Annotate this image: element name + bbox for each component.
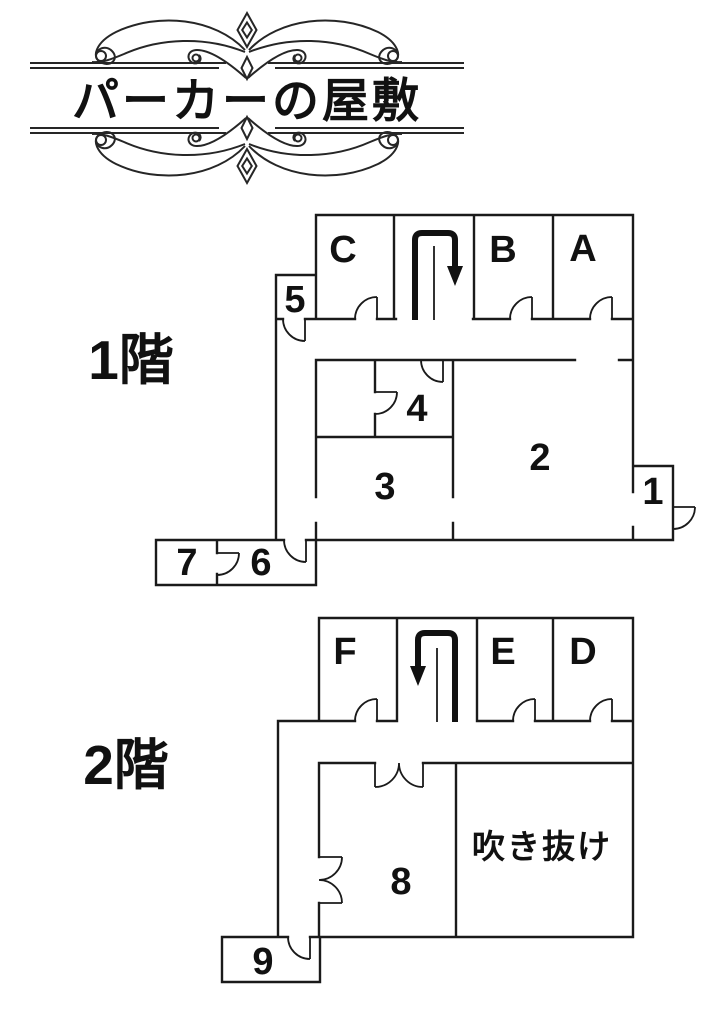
floor2-label: 2階: [83, 734, 169, 796]
room-a-label: A: [569, 228, 596, 270]
room-3-label: 3: [374, 466, 395, 508]
floor2-walls: [220, 616, 635, 984]
room-7-label: 7: [176, 542, 197, 584]
floor1-staircase-icon: [412, 230, 463, 320]
room-9-label: 9: [252, 941, 273, 983]
floor2-plan: 2階 F E D 8 9 吹き抜け: [83, 616, 635, 984]
room-c-label: C: [329, 229, 356, 271]
floor1-door-arcs: [216, 296, 696, 576]
floor1-label: 1階: [88, 329, 174, 391]
room-4-label: 4: [406, 388, 427, 430]
page-title: パーカーの屋敷: [72, 74, 422, 127]
floor1-stair-down-arrow-icon: [447, 266, 463, 286]
floor2-door-arcs: [287, 698, 613, 960]
floor1-walls: [154, 213, 675, 587]
room-1-label: 1: [642, 471, 663, 513]
room-5-label: 5: [284, 279, 305, 321]
ornament-top-flourish: [30, 13, 464, 79]
room-d-label: D: [569, 631, 596, 673]
title-ornament: パーカーの屋敷: [30, 13, 464, 183]
floor2-staircase-icon: [410, 630, 458, 722]
room-f-label: F: [333, 631, 356, 673]
room-6-label: 6: [250, 542, 271, 584]
room-b-label: B: [489, 229, 516, 271]
atrium-label: 吹き抜け: [472, 828, 612, 865]
room-2-label: 2: [529, 437, 550, 479]
room-8-label: 8: [390, 861, 411, 903]
floor1-plan: 1階 C B A 5 4 3 2 1 7 6: [88, 213, 696, 587]
room-e-label: E: [490, 631, 515, 673]
floor2-stair-down-arrow-icon: [410, 666, 426, 686]
